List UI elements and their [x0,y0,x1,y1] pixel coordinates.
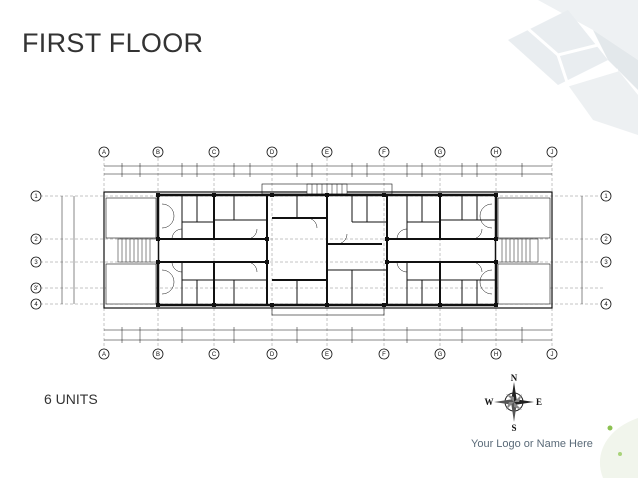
svg-text:1: 1 [34,194,38,200]
interior-walls [158,195,496,305]
column-labels-top: A B C D E F G H J [102,150,554,156]
leaf-decoration [599,418,638,478]
col-label-e: E [325,150,329,156]
svg-text:D: D [270,352,275,358]
col-label-f: F [382,150,386,156]
column-labels-bottom: A B C D E F G H J [102,352,554,358]
dimension-lines [61,165,583,341]
svg-text:H: H [494,352,498,358]
compass-north: N [511,373,518,383]
svg-text:2: 2 [34,237,38,243]
svg-text:1: 1 [604,194,608,200]
stairs [117,183,539,263]
slide-title: FIRST FLOOR [22,28,204,58]
svg-text:F: F [382,352,386,358]
row-bubbles-right [600,190,612,310]
compass-rose-icon: N S E W [485,373,543,432]
svg-text:B: B [156,352,160,358]
column-bubbles-bottom [98,348,558,360]
logo-placeholder-text: Your Logo or Name Here [471,438,593,450]
col-label-c: C [212,150,217,156]
svg-text:G: G [438,352,443,358]
svg-text:4: 4 [34,302,38,308]
row-labels-left: 1 2 3 3' 4 [34,194,39,308]
terraces [105,197,551,305]
units-label: 6 UNITS [44,391,98,407]
col-label-h: H [494,150,498,156]
col-label-b: B [156,150,160,156]
svg-text:3: 3 [34,260,38,266]
balcony-bay [261,183,393,316]
floor-plan: A B C D E F G H J A B C D E F G H J [30,146,612,360]
column-bubbles-top [98,146,558,158]
col-label-d: D [270,150,275,156]
partition-walls [181,195,496,305]
svg-text:3: 3 [604,260,608,266]
svg-text:A: A [102,352,106,358]
compass-east: E [536,397,542,407]
svg-text:2: 2 [604,237,608,243]
col-label-j: J [551,150,554,156]
svg-text:3': 3' [34,286,38,292]
svg-text:E: E [325,352,329,358]
compass-west: W [485,397,494,407]
row-bubbles-left [30,190,42,310]
col-label-a: A [102,150,106,156]
svg-text:C: C [212,352,217,358]
compass-south: S [511,423,516,432]
col-label-g: G [438,150,443,156]
svg-text:4: 4 [604,302,608,308]
door-swings [161,203,493,295]
dimension-ticks [121,163,523,343]
corner-decoration [508,0,638,135]
svg-text:J: J [551,352,554,358]
row-labels-right: 1 2 3 4 [604,194,608,308]
